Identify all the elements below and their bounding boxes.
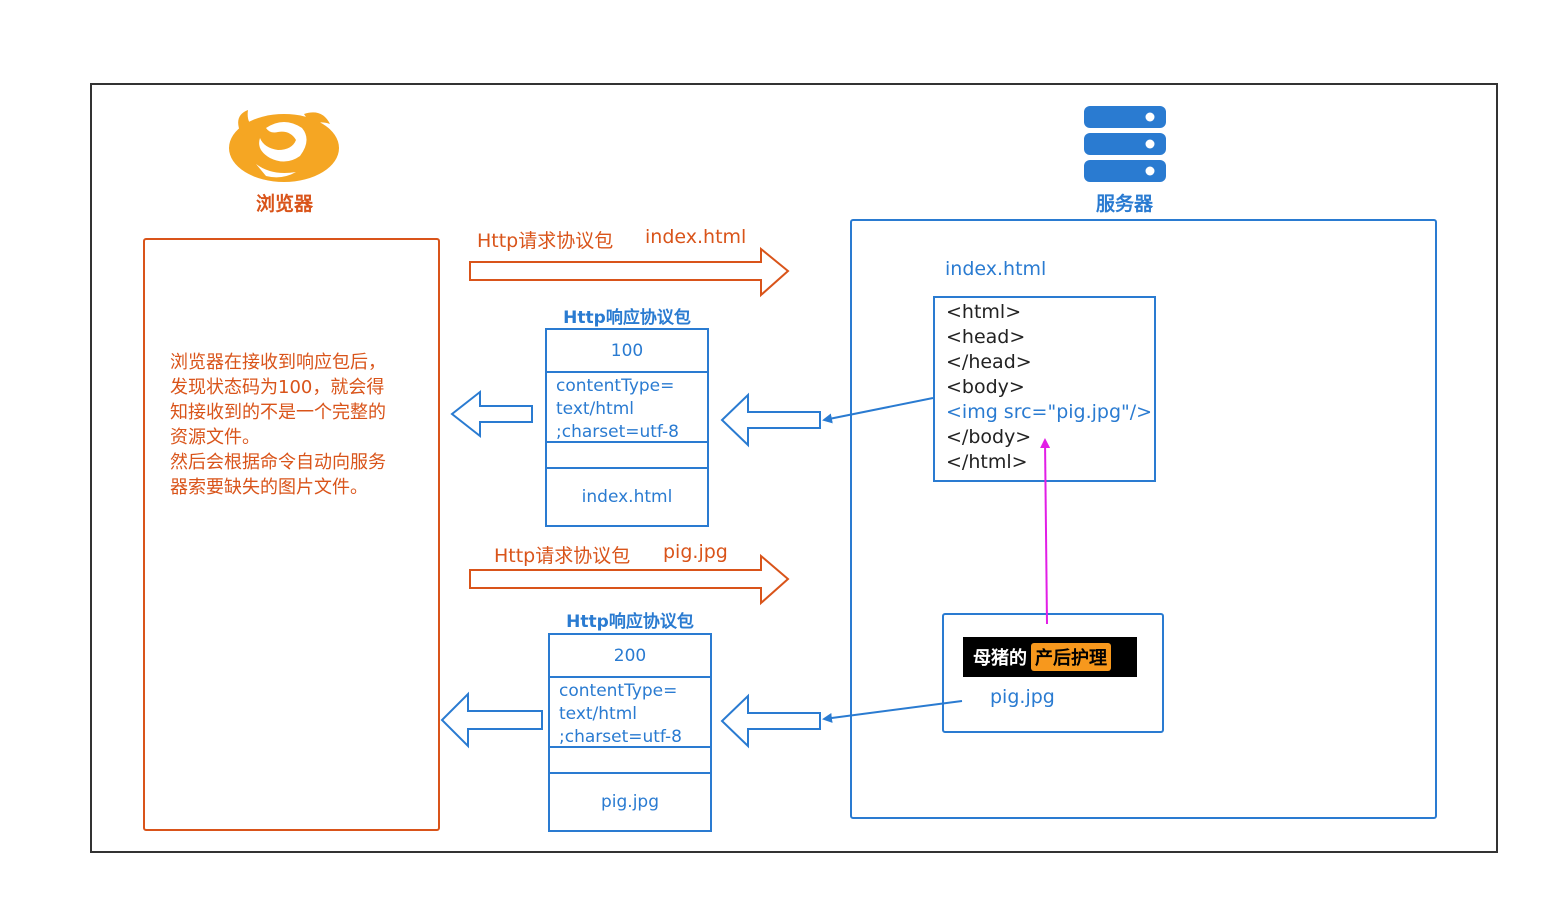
response-header: contentType= text/html ;charset=utf-8 <box>547 373 707 443</box>
response-1-title: Http响应协议包 <box>563 308 691 328</box>
request-1-arrow <box>469 246 790 298</box>
firefox-icon <box>229 110 339 182</box>
content-type-line: contentType= <box>556 376 675 396</box>
code-line: <head> <box>946 326 1026 348</box>
image-to-response-connector <box>822 700 963 723</box>
code-line: </html> <box>946 451 1028 473</box>
response-1-packet: 100 contentType= text/html ;charset=utf-… <box>545 328 709 527</box>
request-2-label: Http请求协议包 <box>494 545 631 567</box>
response-header: contentType= text/html ;charset=utf-8 <box>550 678 710 748</box>
browser-note: 浏览器在接收到响应包后， 发现状态码为100，就会得 知接收到的不是一个完整的 … <box>170 350 420 500</box>
response-status: 100 <box>547 330 707 373</box>
code-line: <body> <box>946 376 1025 398</box>
response-body: pig.jpg <box>600 792 659 812</box>
response-2-packet: 200 contentType= text/html ;charset=utf-… <box>548 633 712 832</box>
request-1-resource: index.html <box>645 226 747 248</box>
image-file-label: pig.jpg <box>990 686 1055 708</box>
note-line: 器索要缺失的图片文件。 <box>170 477 368 498</box>
response-blank-line <box>547 443 707 469</box>
img-tag-line: <img src="pig.jpg"/> <box>946 401 1153 423</box>
content-type-line: ;charset=utf-8 <box>559 727 682 747</box>
code-line: </body> <box>946 426 1032 448</box>
response-blank-line <box>550 748 710 774</box>
html-to-response-connector <box>822 397 934 424</box>
browser-panel <box>143 238 440 831</box>
server-title: 服务器 <box>1096 193 1154 215</box>
note-line: 然后会根据命令自动向服务 <box>170 452 386 473</box>
code-line: <html> <box>946 301 1022 323</box>
content-type-line: ;charset=utf-8 <box>556 422 679 442</box>
image-logo-right-text: 产后护理 <box>1031 643 1111 671</box>
request-1-label: Http请求协议包 <box>477 230 614 252</box>
diagram-frame <box>90 83 1498 853</box>
note-line: 浏览器在接收到响应包后， <box>170 352 386 373</box>
pig-image: 母猪的 产后护理 <box>963 637 1137 677</box>
content-type-line: contentType= <box>559 681 678 701</box>
image-resource-box <box>942 613 1164 733</box>
response-1-to-browser-arrow <box>450 389 533 439</box>
content-type-line: text/html <box>559 704 638 724</box>
note-line: 知接收到的不是一个完整的 <box>170 402 386 423</box>
response-body: index.html <box>581 487 673 507</box>
note-line: 发现状态码为100，就会得 <box>170 377 385 398</box>
content-type-line: text/html <box>556 399 635 419</box>
img-reference-arrow <box>1040 438 1051 625</box>
code-line: </head> <box>946 351 1032 373</box>
image-logo-left-text: 母猪的 <box>973 648 1027 669</box>
server-to-response-2-arrow <box>720 693 821 749</box>
response-status: 200 <box>550 635 710 678</box>
note-line: 资源文件。 <box>170 427 260 448</box>
response-2-title: Http响应协议包 <box>566 612 694 632</box>
server-panel <box>850 219 1437 819</box>
request-2-arrow <box>469 553 790 606</box>
response-2-to-browser-arrow <box>440 691 543 749</box>
index-file-label: index.html <box>945 258 1047 280</box>
browser-title: 浏览器 <box>256 193 314 215</box>
server-stack-icon <box>1084 106 1166 182</box>
server-to-response-1-arrow <box>720 392 821 448</box>
request-2-resource: pig.jpg <box>663 541 728 563</box>
